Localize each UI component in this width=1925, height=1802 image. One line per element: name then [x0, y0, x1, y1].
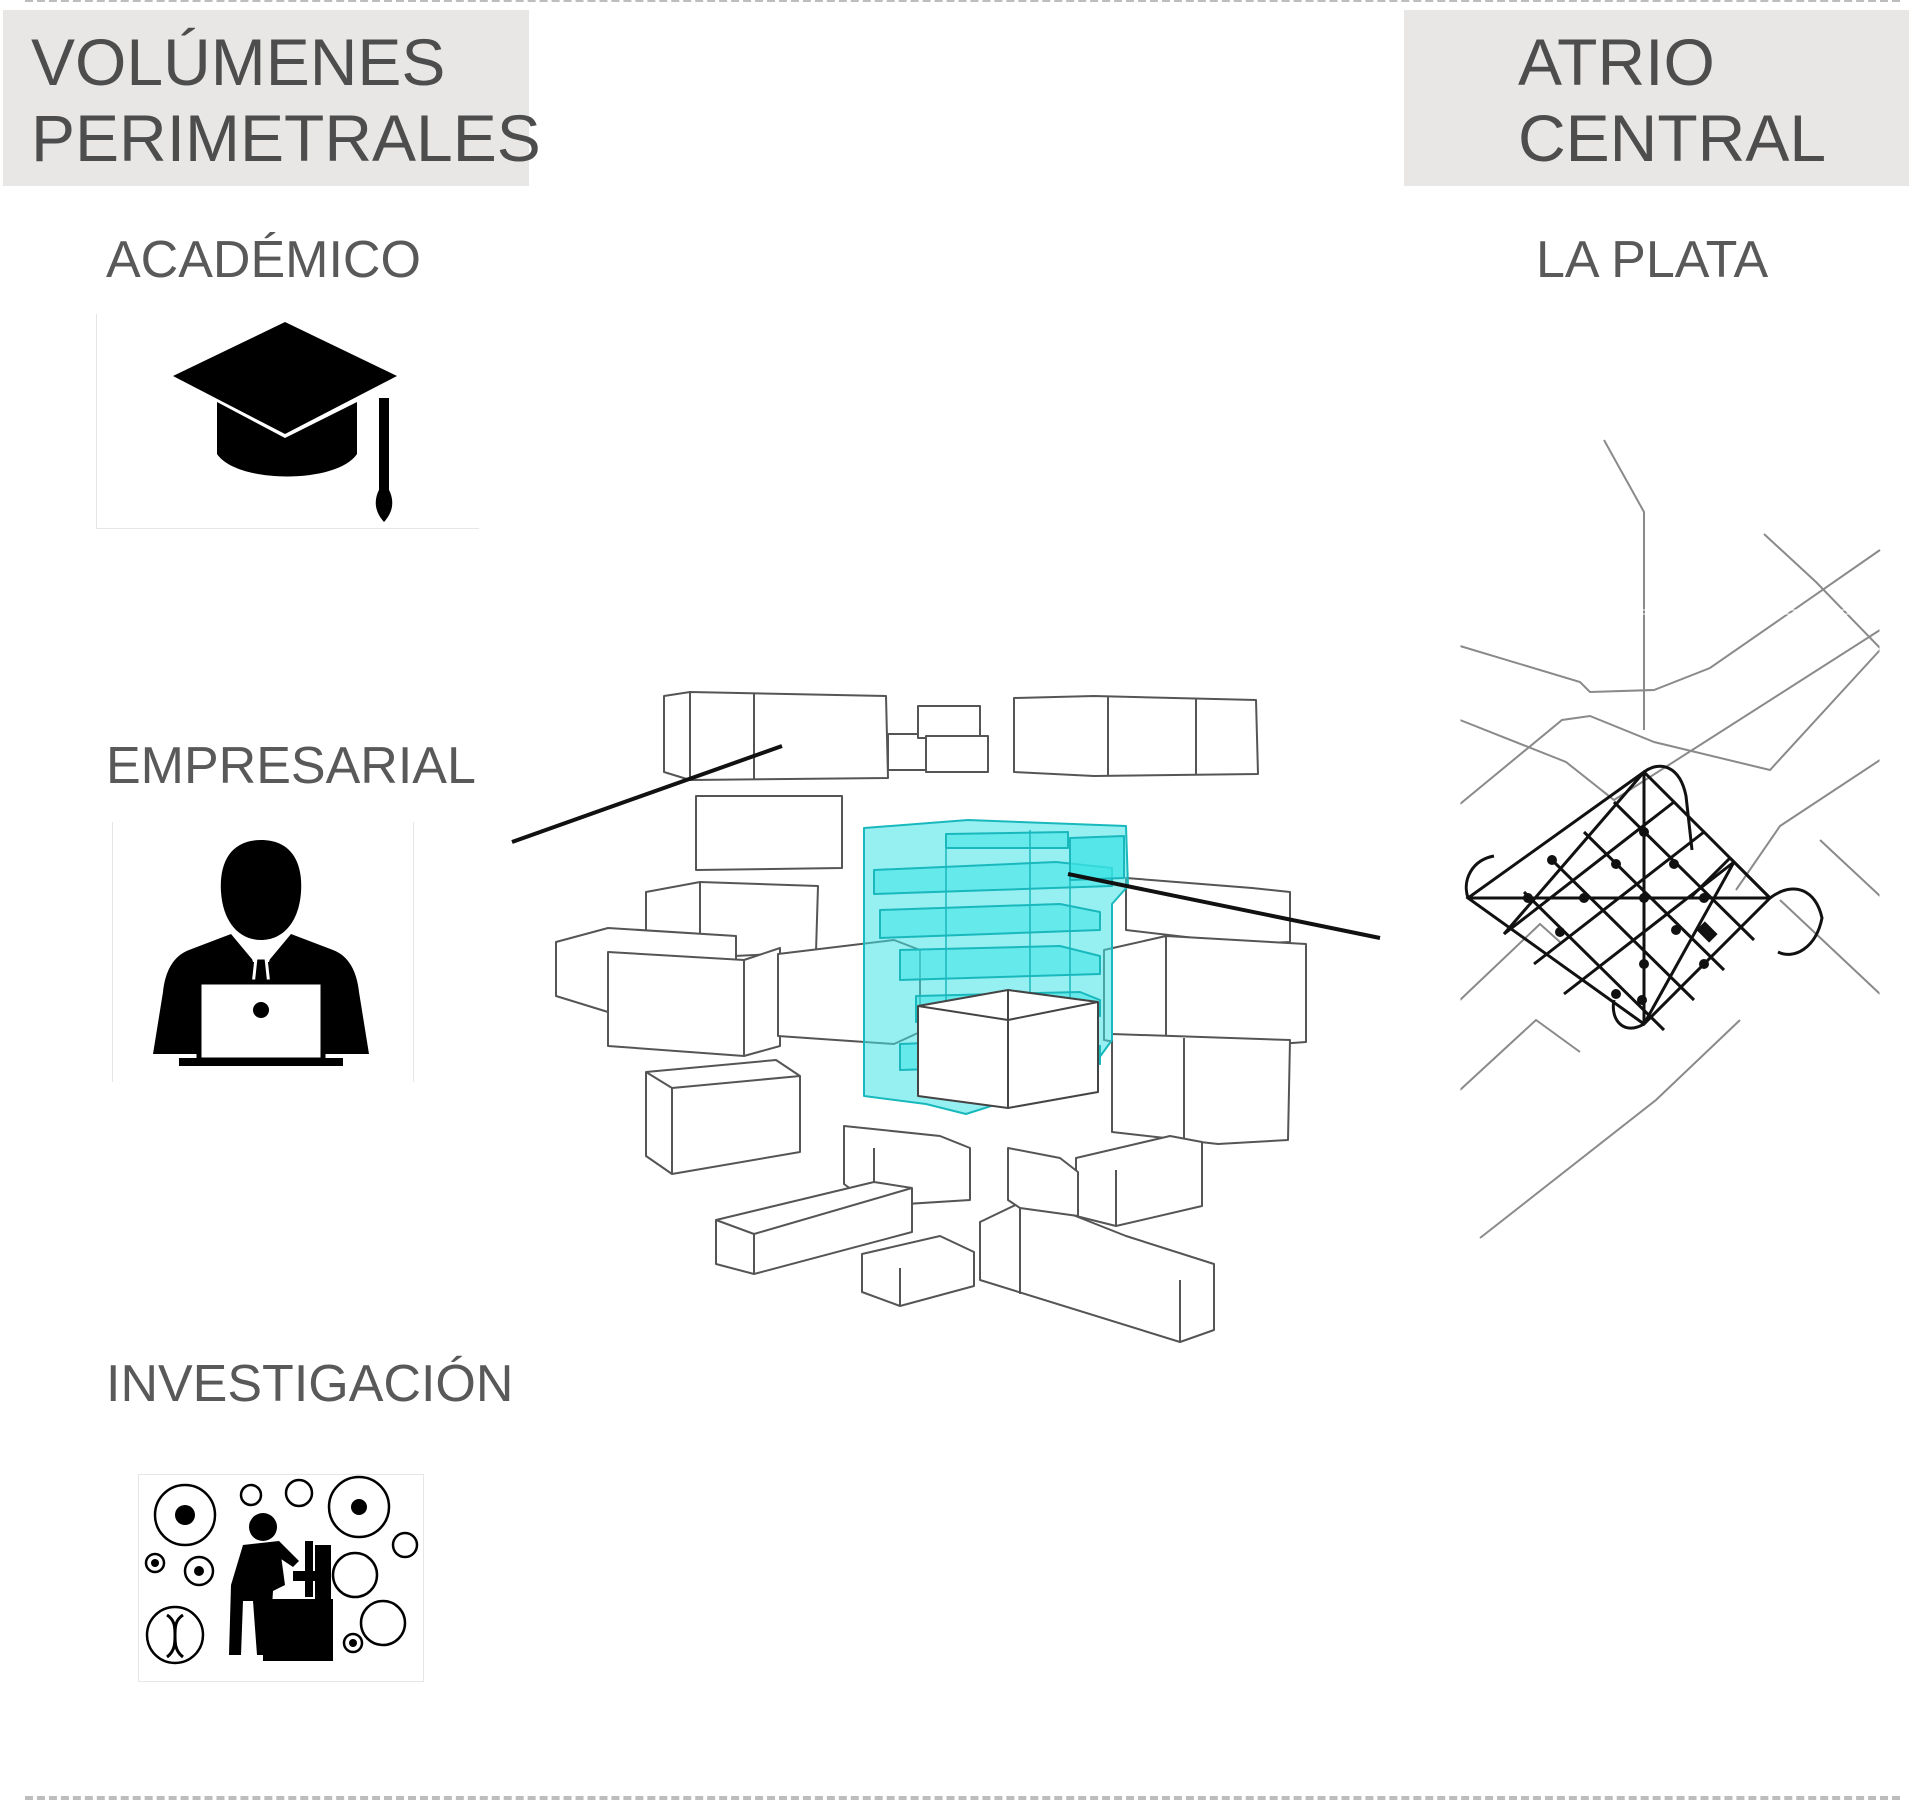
graduation-cap-icon: [96, 314, 479, 529]
researcher-microscope-icon: [138, 1474, 424, 1682]
businessman-laptop-icon: [112, 822, 414, 1082]
left-header-line2: PERIMETRALES: [31, 101, 541, 175]
right-header-box: ATRIO CENTRAL: [1404, 10, 1909, 186]
la-plata-city-plan-map: [1459, 439, 1881, 1251]
left-header-box: VOLÚMENES PERIMETRALES: [3, 10, 541, 186]
bottom-dashed-border: [25, 1796, 1900, 1800]
category-label-empresarial: EMPRESARIAL: [106, 737, 476, 795]
right-header-line1: ATRIO: [1518, 25, 1715, 99]
right-header-line2: CENTRAL: [1518, 101, 1827, 175]
top-dashed-border: [25, 0, 1900, 2]
massing-axonometric-diagram: [555, 691, 1307, 1343]
category-label-investigacion: INVESTIGACIÓN: [106, 1355, 514, 1413]
left-header-line1: VOLÚMENES: [31, 25, 446, 99]
map-label: LA PLATA: [1536, 231, 1769, 289]
category-label-academico: ACADÉMICO: [106, 231, 421, 289]
